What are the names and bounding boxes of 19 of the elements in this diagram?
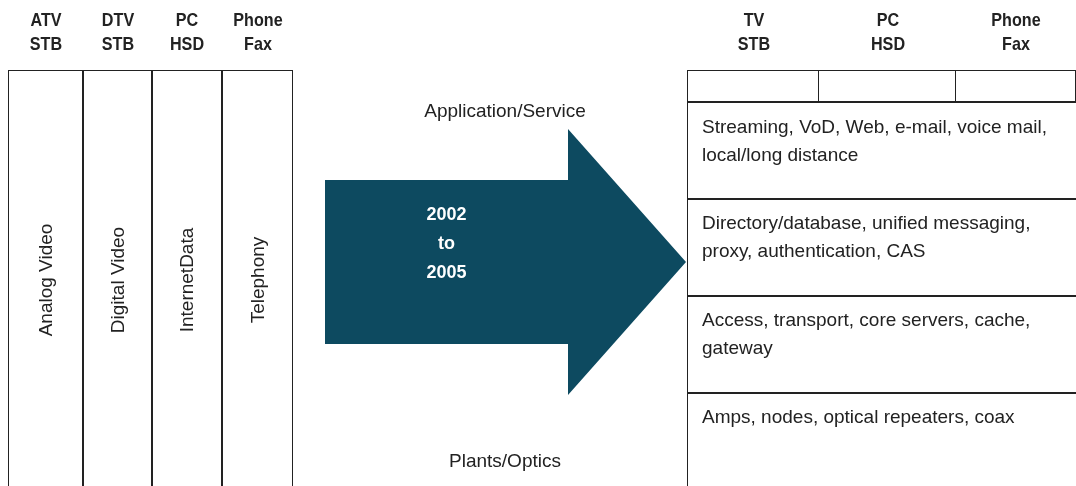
layer-text: Streaming, VoD, Web, e-mail, voice mail, local/long distance: [702, 115, 1048, 167]
column-heading: TV STB: [736, 8, 771, 56]
column-heading: Phone Fax: [990, 8, 1041, 56]
layer-text: Directory/database, unified messaging, proxy, authentication, CAS: [702, 211, 1032, 263]
layer-text: Amps, nodes, optical repeaters, coax: [702, 405, 1016, 429]
stage-label: Plants/Optics: [449, 450, 561, 472]
column-label: Telephony: [246, 236, 269, 324]
block-arrow: [325, 129, 686, 395]
arrow-label: 2002 to 2005: [425, 203, 468, 284]
column-heading: PC HSD: [869, 8, 906, 56]
column-label: Digital Video: [106, 226, 129, 334]
layer-text: Access, transport, core servers, cache, gateway: [702, 308, 1032, 360]
column-heading: ATV STB: [28, 8, 63, 56]
column-heading: PC HSD: [168, 8, 206, 56]
column-heading: Phone Fax: [232, 8, 283, 56]
column-heading: DTV STB: [100, 8, 135, 56]
column-label: InternetData: [176, 227, 198, 333]
stage-label: Application/Service: [424, 100, 586, 122]
column-label: Analog Video: [34, 223, 57, 337]
